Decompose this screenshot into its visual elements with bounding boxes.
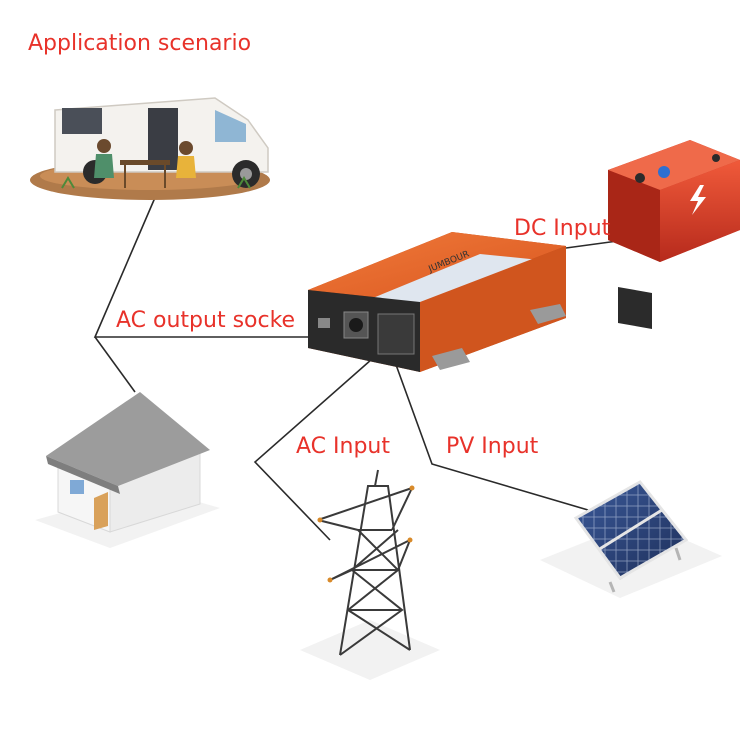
pv-input-label: PV Input [446,434,539,459]
diagram-title: Application scenario [28,31,252,56]
power-tower-icon [300,469,440,680]
ac-input-label: AC Input [296,434,390,459]
dc-input-label: DC Input [514,216,611,241]
line-house-to-junction [94,336,136,393]
ac-output-label: AC output socke [116,308,296,333]
line-tower-to-inverter [253,351,381,541]
rv-camper-icon [30,97,270,200]
line-solar-to-inverter [394,361,589,511]
house-icon [35,392,220,548]
inverter-device-icon: JUMBOUR [308,232,566,372]
solar-panel-icon [540,480,722,598]
battery-icon [608,140,740,329]
